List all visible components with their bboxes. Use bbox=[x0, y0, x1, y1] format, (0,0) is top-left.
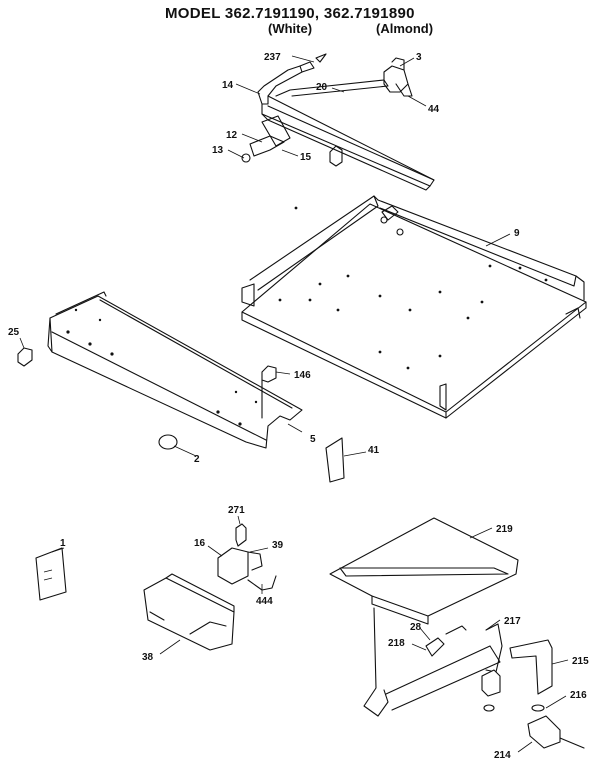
label-444: 444 bbox=[256, 596, 273, 607]
label-25: 25 bbox=[8, 327, 20, 338]
tray-holes bbox=[278, 206, 548, 370]
label-1: 1 bbox=[60, 538, 66, 549]
label-39: 39 bbox=[272, 540, 284, 551]
valve-callout-lines bbox=[51, 515, 269, 655]
left-callout-lines bbox=[19, 337, 367, 457]
oven-bottom-tray bbox=[241, 195, 587, 419]
model-title: MODEL 362.7191190, 362.7191890 bbox=[165, 5, 415, 22]
label-12: 12 bbox=[226, 130, 238, 141]
broiler-burner-assembly bbox=[329, 517, 585, 749]
burner-callout-lines bbox=[227, 55, 427, 159]
part-number-labels: 237 3 14 20 44 12 13 15 9 25 146 5 2 41 … bbox=[8, 52, 589, 761]
label-218: 218 bbox=[388, 638, 405, 649]
small-parts-left bbox=[17, 347, 345, 483]
label-216: 216 bbox=[570, 690, 587, 701]
label-44: 44 bbox=[428, 104, 440, 115]
label-16: 16 bbox=[194, 538, 206, 549]
label-41: 41 bbox=[368, 445, 380, 456]
label-214: 214 bbox=[494, 750, 511, 761]
label-13: 13 bbox=[212, 145, 224, 156]
label-219: 219 bbox=[496, 524, 513, 535]
label-9: 9 bbox=[514, 228, 520, 239]
label-38: 38 bbox=[142, 652, 154, 663]
label-28: 28 bbox=[410, 622, 422, 633]
burner-manifold-assembly bbox=[241, 53, 435, 191]
label-20: 20 bbox=[316, 82, 328, 93]
label-217: 217 bbox=[504, 616, 521, 627]
label-146: 146 bbox=[294, 370, 311, 381]
variant-white: (White) bbox=[268, 21, 313, 36]
label-271: 271 bbox=[228, 505, 245, 516]
label-3: 3 bbox=[416, 52, 422, 63]
label-237: 237 bbox=[264, 52, 281, 63]
broiler-callout-lines bbox=[411, 527, 569, 753]
label-2: 2 bbox=[194, 454, 200, 465]
front-rail bbox=[47, 291, 303, 449]
variant-almond: (Almond) bbox=[376, 21, 434, 36]
label-15: 15 bbox=[300, 152, 312, 163]
callout-line-9 bbox=[485, 233, 511, 247]
label-14: 14 bbox=[222, 80, 234, 91]
label-215: 215 bbox=[572, 656, 589, 667]
label-5: 5 bbox=[310, 434, 316, 445]
valve-assembly bbox=[35, 523, 277, 651]
